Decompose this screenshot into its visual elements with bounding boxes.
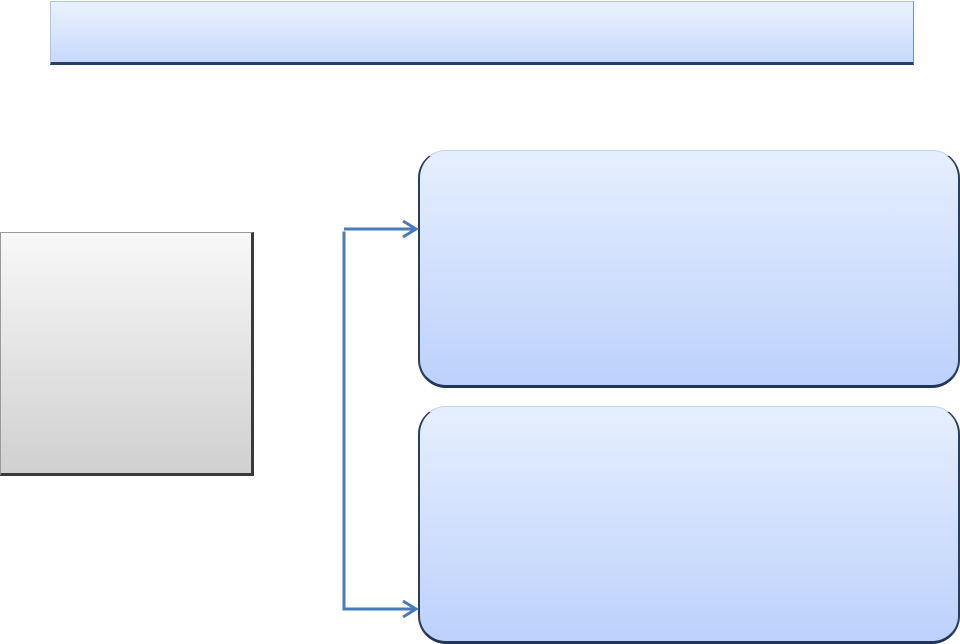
- title-box: [50, 1, 914, 65]
- target-box-bottom: [418, 406, 960, 644]
- source-box: [0, 232, 254, 476]
- arrowhead-top-icon: [402, 219, 419, 239]
- arrowhead-bottom-icon: [402, 599, 419, 619]
- target-box-top: [418, 150, 960, 388]
